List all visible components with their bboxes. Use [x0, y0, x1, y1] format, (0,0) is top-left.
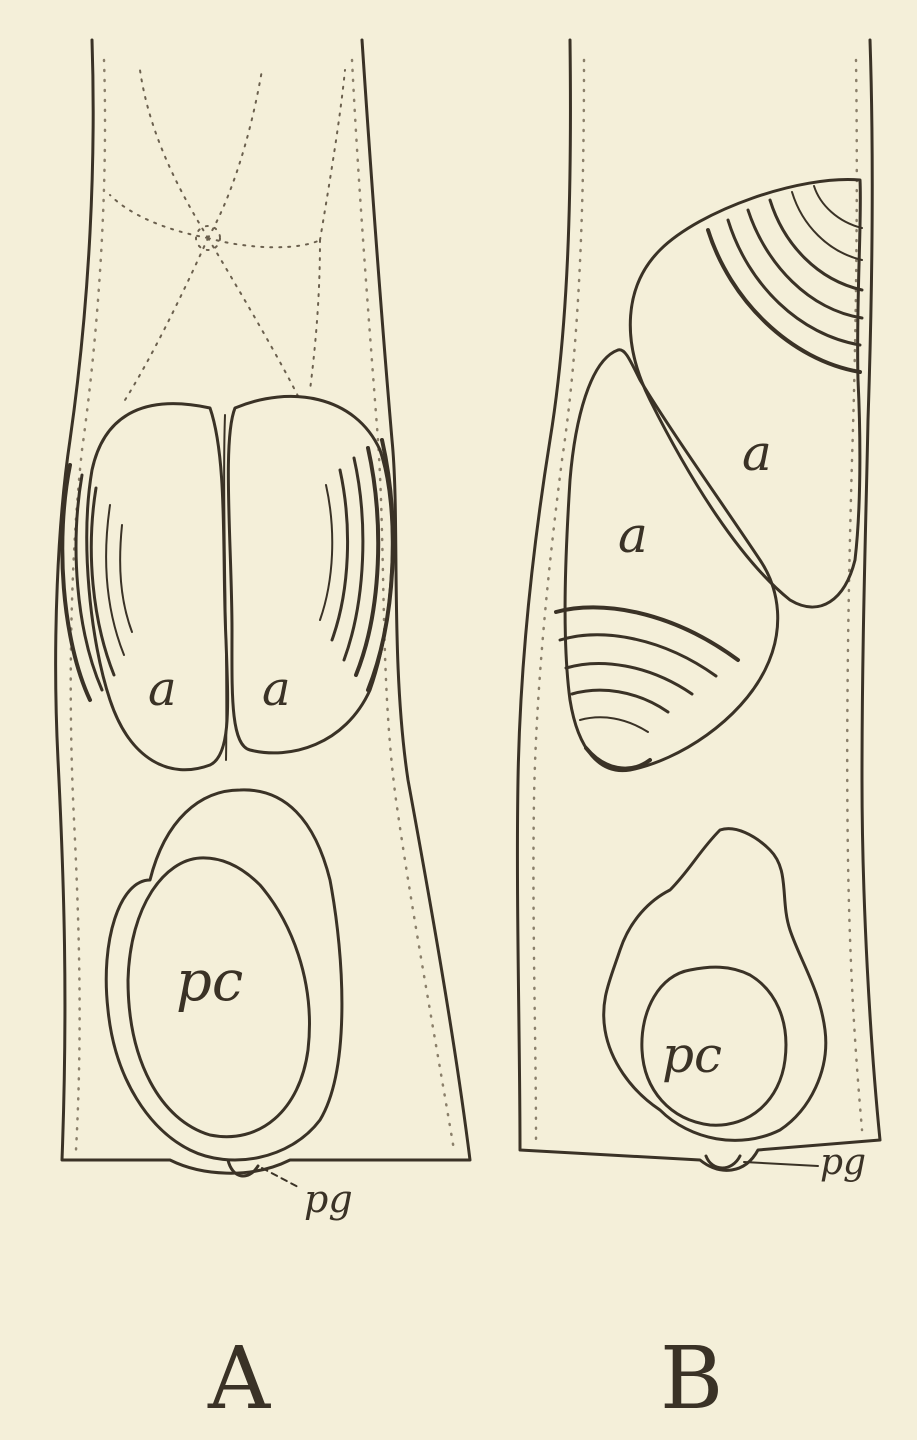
figure-a-label-pg: pg [304, 1177, 353, 1221]
figure-a: a a pc pg A [56, 40, 470, 1429]
figure-b-panel-label: B [660, 1329, 723, 1429]
figure-a-striations-left [62, 465, 132, 700]
figure-a-label-a-left: a [148, 661, 177, 717]
figure-b-label-a-upper: a [742, 424, 772, 482]
figure-b-stipple-left [533, 60, 584, 1140]
figure-b-cell-pc-outer [604, 829, 826, 1141]
figure-a-striations-right [320, 440, 393, 690]
figure-b-label-pc: pc [662, 1026, 722, 1084]
figure-a-aster [110, 70, 345, 400]
figure-b-cell-a-lower [565, 350, 778, 771]
figure-a-division-line [224, 415, 226, 760]
figure-a-label-pc: pc [176, 949, 243, 1014]
figure-a-panel-label: A [207, 1329, 271, 1429]
figure-b-pg-leader [744, 1162, 818, 1166]
figure-a-stipple-right [352, 60, 454, 1150]
figure-b-label-pg: pg [820, 1142, 866, 1183]
figure-b: a a pc pg B [517, 40, 880, 1429]
figure-a-label-a-right: a [262, 661, 291, 717]
figure-b-striations-upper [708, 186, 862, 372]
figure-b-label-a-lower: a [618, 506, 648, 564]
figure-a-stipple-left [71, 60, 105, 1150]
figure-a-pg-leader [262, 1168, 300, 1188]
figure-a-outline [56, 40, 470, 1173]
